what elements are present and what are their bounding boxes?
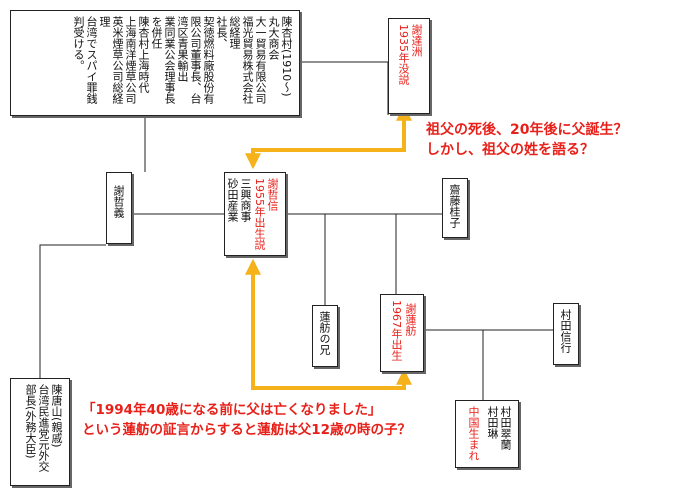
renho-note: 1967年出生 xyxy=(390,300,403,361)
annotation-top: 祖父の死後、20年後に父誕生？ しかし、祖父の姓を語る？ xyxy=(426,120,627,160)
murata-children-note: 中国生まれ xyxy=(467,406,480,461)
box-renho-brother: 蓮舫の兄 xyxy=(312,305,338,367)
box-saito: 齋藤桂子 xyxy=(442,178,468,238)
box-murata-children: 村田翠蘭 村田琳 中国生まれ xyxy=(455,400,519,468)
arrows xyxy=(245,104,412,390)
annotation-bottom: 「1994年40歳になる前に父は亡くなりました」 という蓮舫の証言からすると蓮舫… xyxy=(82,400,411,440)
xie-zhexin-company: 三興商事 砂田産業 xyxy=(226,178,252,222)
xie-zhexin-note: 1955年出生説 xyxy=(253,178,266,250)
annotation-top-line2: しかし、祖父の姓を語る？ xyxy=(426,142,594,158)
box-renho: 謝蓮舫 1967年出生 xyxy=(380,294,424,372)
murata-nobuyuki-text: 村田信行 xyxy=(559,309,572,353)
box-xie-zhexin: 謝哲信 1955年出生説 三興商事 砂田産業 xyxy=(224,172,286,256)
annotation-top-line1: 祖父の死後、20年後に父誕生？ xyxy=(426,122,628,138)
chen-xingcun-text: 陳杏村(1910〜) 丸大商会 大一貿易有限公司 福光貿易株式会社 総経理 社長… xyxy=(72,16,293,104)
box-xie-zhe-yi: 謝哲義 xyxy=(106,172,132,244)
box-chen-tangshan: 陳唐山(親戚) 台湾民進党元外交 部長(外務大臣) xyxy=(10,378,70,486)
xie-dazhou-name: 謝達洲 xyxy=(410,24,423,57)
annotation-bottom-line2: という蓮舫の証言からすると蓮舫は父12歳の時の子？ xyxy=(82,422,412,438)
xie-zhexin-name: 謝哲信 xyxy=(266,178,279,211)
xie-zhe-yi-text: 謝哲義 xyxy=(112,185,125,218)
renho-brother-text: 蓮舫の兄 xyxy=(318,311,331,355)
arrow-bottom xyxy=(245,258,412,390)
box-xie-dazhou: 謝達洲 1935年没説 xyxy=(388,18,430,114)
xie-dazhou-note: 1935年没説 xyxy=(397,24,410,85)
line-xie-zhe-yi-to-chen-tangshan xyxy=(39,244,106,378)
annotation-bottom-line1: 「1994年40歳になる前に父は亡くなりました」 xyxy=(82,402,382,418)
saito-text: 齋藤桂子 xyxy=(448,184,461,228)
renho-name: 謝蓮舫 xyxy=(404,303,417,336)
chen-tangshan-text: 陳唐山(親戚) 台湾民進党元外交 部長(外務大臣) xyxy=(24,384,63,472)
box-murata-nobuyuki: 村田信行 xyxy=(553,303,579,365)
murata-children-text: 村田翠蘭 村田琳 xyxy=(486,406,512,450)
box-chen-xingcun: 陳杏村(1910〜) 丸大商会 大一貿易有限公司 福光貿易株式会社 総経理 社長… xyxy=(10,10,300,116)
line-chen-to-xie-dazhou xyxy=(300,61,389,115)
arrow-top xyxy=(245,104,412,170)
